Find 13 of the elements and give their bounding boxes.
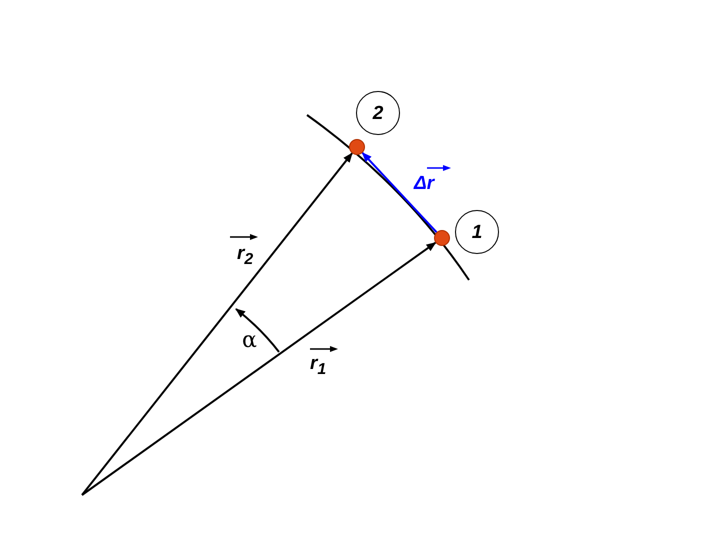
vector-label: Δr (414, 174, 434, 193)
point-dot (349, 139, 365, 155)
point-number-circle (455, 210, 499, 254)
vector-label: r$_{1}$ (310, 354, 326, 378)
point-number-circle (356, 91, 400, 135)
point-number: 2 (372, 104, 384, 122)
point-dot (434, 230, 450, 246)
vector-arrow (81, 242, 436, 496)
point-number: 1 (472, 222, 482, 242)
vector-arrow (81, 152, 353, 496)
vector-label: r$_{2}$ (237, 244, 254, 268)
vector-arrow (362, 152, 438, 233)
angle-label: α (242, 330, 257, 352)
